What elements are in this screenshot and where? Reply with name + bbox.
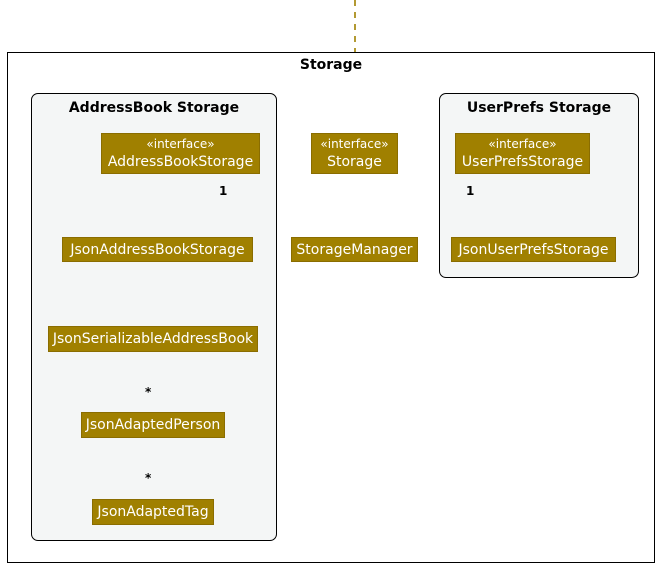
- class-jsonaddressbookstorage-name: JsonAddressBookStorage: [70, 241, 245, 258]
- class-jsonadaptedtag[interactable]: JsonAdaptedTag: [92, 499, 214, 525]
- class-jsonadaptedperson-name: JsonAdaptedPerson: [85, 417, 221, 433]
- class-jsonserializableaddressbook-name: JsonSerializableAddressBook: [52, 331, 254, 347]
- class-addressbookstorage-name: AddressBookStorage: [107, 154, 254, 170]
- class-jsonadaptedtag-name: JsonAdaptedTag: [97, 504, 209, 520]
- class-storage-stereotype: «interface»: [320, 137, 389, 151]
- class-storagemanager-name: StorageManager: [296, 241, 413, 258]
- package-addressbook-storage-title: AddressBook Storage: [68, 100, 240, 116]
- class-userprefsstorage-name: UserPrefsStorage: [461, 154, 584, 170]
- class-storagemanager[interactable]: StorageManager: [291, 237, 418, 262]
- class-userprefsstorage[interactable]: «interface» UserPrefsStorage: [455, 133, 590, 174]
- class-jsonserializableaddressbook[interactable]: JsonSerializableAddressBook: [48, 326, 258, 352]
- label-addressbookstorage-multiplicity: 1: [219, 184, 228, 198]
- class-userprefsstorage-stereotype: «interface»: [488, 137, 557, 151]
- label-userprefsstorage-multiplicity: 1: [466, 184, 475, 198]
- class-storage[interactable]: «interface» Storage: [311, 133, 398, 174]
- package-userprefs-storage-title: UserPrefs Storage: [466, 100, 612, 116]
- package-storage-title: Storage: [299, 57, 363, 73]
- class-jsonuserprefsstorage-name: JsonUserPrefsStorage: [458, 241, 609, 258]
- class-addressbookstorage[interactable]: «interface» AddressBookStorage: [101, 133, 260, 174]
- label-jsonadaptedtag-multiplicity: *: [145, 471, 152, 485]
- class-jsonadaptedperson[interactable]: JsonAdaptedPerson: [81, 412, 225, 438]
- class-storage-name: Storage: [327, 154, 382, 170]
- label-jsonadaptedperson-multiplicity: *: [145, 385, 152, 399]
- class-addressbookstorage-stereotype: «interface»: [146, 137, 215, 151]
- class-jsonaddressbookstorage[interactable]: JsonAddressBookStorage: [62, 237, 253, 262]
- class-jsonuserprefsstorage[interactable]: JsonUserPrefsStorage: [451, 237, 616, 262]
